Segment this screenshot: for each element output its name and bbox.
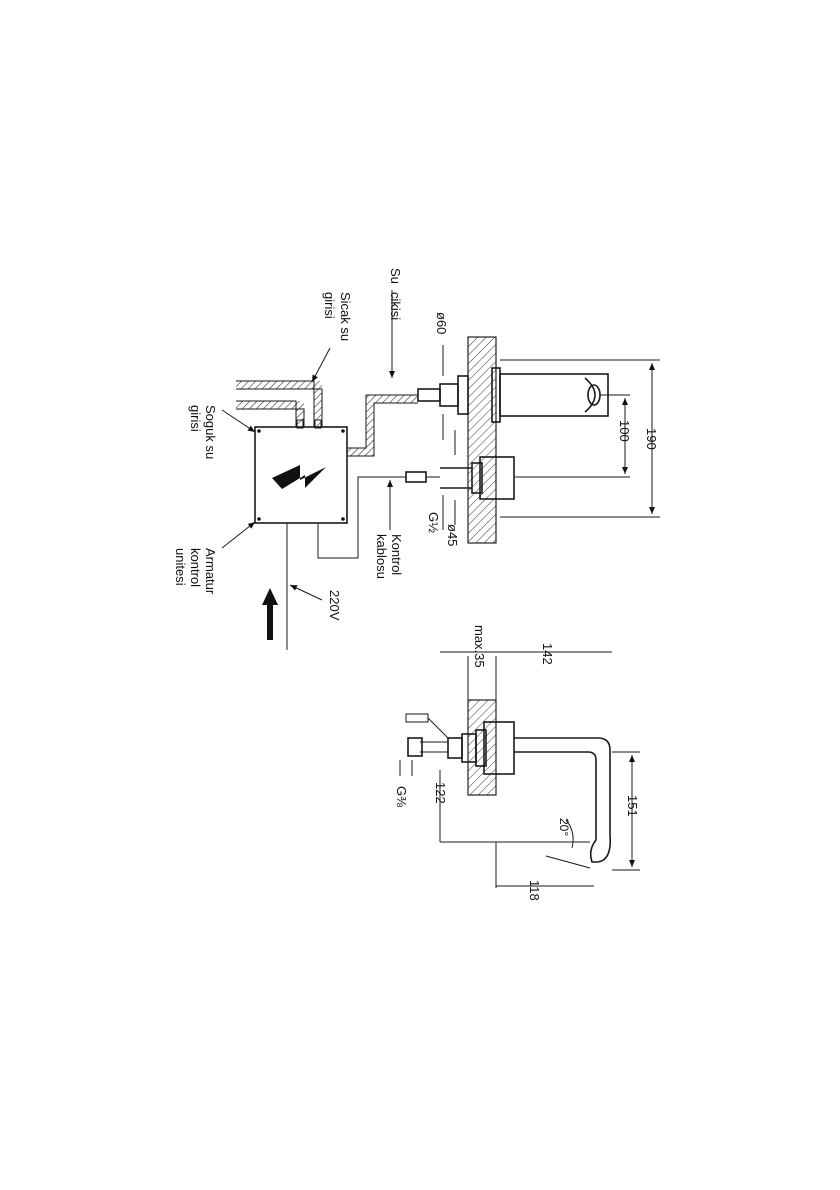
label-kontrol-1: Kontrol [389,534,404,575]
dim-d45: ø45 [445,524,460,546]
dim-100: 100 [617,420,632,442]
dim-142: 142 [540,643,555,665]
label-armatur-2: kontrol [188,548,203,587]
label-kontrol-2: kablosu [374,534,389,579]
dim-max35: max.35 [472,625,487,668]
lightning-icon [272,465,326,489]
dim-g-three-eighths: G⅜ [394,786,409,807]
dim-118: 118 [527,880,542,901]
label-220v: 220V [327,590,342,621]
spout-side [514,737,612,863]
label-armatur-1: Armatur [203,548,218,595]
label-su-cikisi-2: cikisi [388,292,403,320]
label-sicak-2: girisi [322,292,337,319]
dim-angle: 20° [557,818,571,836]
dim-122: 122 [433,782,448,804]
label-armatur-3: unitesi [173,548,188,586]
dim-g-half: G½ [426,512,441,533]
label-su-cikisi-1: Su [388,268,403,284]
top-view [221,290,660,650]
side-view [399,651,640,888]
dim-151: 151 [625,795,640,817]
inlet-hoses [236,380,323,429]
label-sicak-1: Sicak su [338,292,353,341]
label-soguk-1: Soguk su [203,405,218,459]
dim-d60: ø60 [434,312,449,334]
control-cable [317,476,406,559]
power-arrow-icon [262,588,278,640]
upper-connector [417,375,469,415]
control-unit-box [254,426,348,524]
control-knob-top [405,456,515,500]
dim-190: 190 [644,428,659,450]
label-soguk-2: girisi [188,405,203,432]
spout-top [491,359,660,518]
wall-section-bottom [467,699,497,796]
outlet-hose [347,395,418,456]
